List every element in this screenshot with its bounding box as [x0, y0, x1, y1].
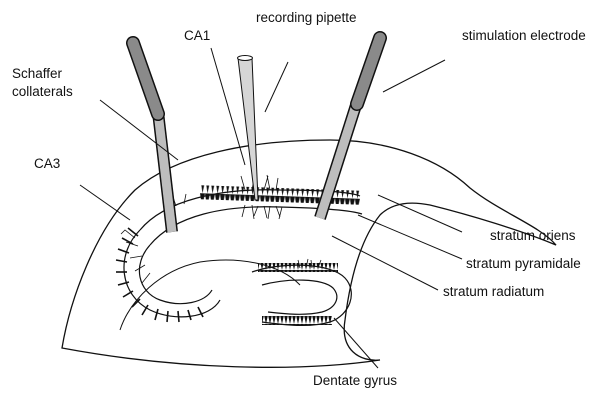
label-schaffer: Schaffer [12, 66, 63, 81]
label-collaterals: collaterals [12, 84, 73, 99]
dentate-gyrus-inner [262, 280, 337, 314]
label-recording-pipette: recording pipette [256, 10, 357, 25]
label-stratum-radiatum: stratum radiatum [443, 284, 544, 299]
label-dentate-gyrus: Dentate gyrus [313, 373, 397, 388]
label-stimulation-electrode: stimulation electrode [462, 28, 586, 43]
label-stratum-pyramidale: stratum pyramidale [466, 256, 581, 271]
slice-outline [62, 140, 556, 367]
pyramidal-band-lower [150, 207, 362, 245]
ca3-cell-teeth [116, 228, 203, 322]
label-ca1: CA1 [184, 28, 210, 43]
stimulation-electrode-left [133, 43, 172, 232]
label-stratum-oriens: stratum oriens [490, 228, 576, 243]
dentate-granule-teeth-upper [258, 263, 338, 272]
label-ca3: CA3 [34, 156, 60, 171]
ca3-curve-outer [124, 230, 220, 317]
dentate-granule-teeth-lower [262, 316, 332, 325]
recording-pipette [238, 56, 259, 201]
pyramidal-cell-teeth-ca1 [200, 185, 360, 205]
ca3-curve-inner [139, 245, 212, 304]
